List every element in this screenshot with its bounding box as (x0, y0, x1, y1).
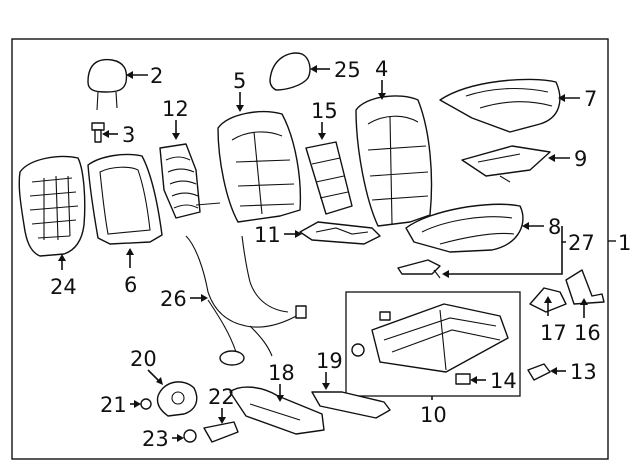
callout-5: 5 (233, 69, 246, 93)
callout-9: 9 (574, 147, 587, 171)
part-22-lever[interactable] (203, 421, 239, 443)
callout-10: 10 (420, 403, 447, 427)
leader-lines (58, 65, 588, 442)
part-10-box (345, 291, 521, 397)
callout-14: 14 (490, 369, 517, 393)
callout-17: 17 (540, 321, 567, 345)
part-5-back-cover[interactable] (217, 111, 302, 223)
part-9-pan[interactable] (461, 145, 551, 183)
callout-21: 21 (100, 393, 127, 417)
callout-16: 16 (574, 321, 601, 345)
callout-2: 2 (150, 64, 163, 88)
part-4-seatback[interactable] (355, 95, 433, 227)
callout-27: 27 (568, 231, 595, 255)
part-21-cap[interactable] (140, 398, 152, 410)
part-23-knob[interactable] (183, 429, 197, 443)
part-25-headrest-pad[interactable] (269, 52, 311, 91)
part-11-bracket[interactable] (299, 221, 381, 245)
part-20-handle[interactable] (156, 381, 198, 417)
part-12-spring-mat[interactable] (159, 143, 221, 219)
callout-19: 19 (316, 349, 343, 373)
part-26-harness[interactable] (185, 235, 307, 366)
callout-8: 8 (548, 215, 561, 239)
callout-25: 25 (334, 58, 361, 82)
part-13-cap[interactable] (527, 363, 551, 381)
callout-26: 26 (160, 287, 187, 311)
part-27-bracket[interactable] (397, 259, 441, 279)
callout-4: 4 (375, 57, 388, 81)
callout-15: 15 (311, 99, 338, 123)
part-14-bolt[interactable] (455, 373, 471, 385)
callout-6: 6 (124, 273, 137, 297)
callout-11: 11 (254, 223, 281, 247)
part-3-guide[interactable] (91, 122, 105, 143)
part-15-pad[interactable] (305, 141, 353, 215)
callout-20: 20 (130, 347, 157, 371)
callout-13: 13 (570, 360, 597, 384)
callout-23: 23 (142, 427, 169, 451)
callout-22: 22 (208, 385, 235, 409)
part-18-shield[interactable] (229, 386, 325, 435)
part-24-back-panel[interactable] (18, 155, 86, 257)
part-6-back-frame[interactable] (87, 153, 163, 245)
callout-24: 24 (50, 275, 77, 299)
part-8-cushion[interactable] (405, 203, 524, 253)
part-7-cushion-cover[interactable] (439, 78, 561, 133)
callout-12: 12 (162, 97, 189, 121)
part-2-headrest[interactable] (87, 58, 128, 111)
callout-1: 1 (618, 231, 631, 255)
callout-3: 3 (122, 123, 135, 147)
part-19-shield[interactable] (311, 391, 391, 419)
callout-labels: 2 3 25 5 4 12 15 7 9 8 27 1 11 24 6 26 1… (50, 57, 631, 451)
callout-7: 7 (584, 87, 597, 111)
callout-18: 18 (268, 361, 295, 385)
part-16-trim[interactable] (565, 269, 605, 305)
part-10-adjuster[interactable] (351, 303, 509, 373)
diagram-frame (11, 38, 609, 460)
